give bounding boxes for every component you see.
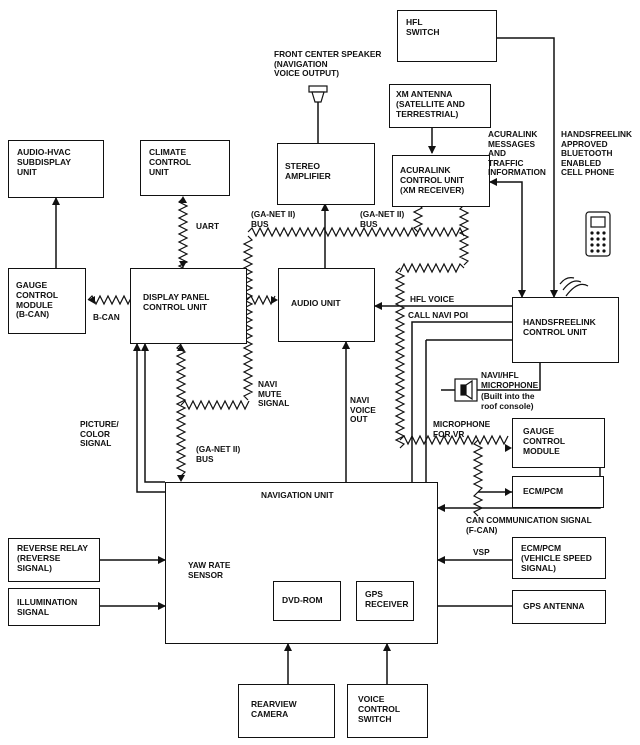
call-navi-poi-label: CALL NAVI POI: [408, 310, 469, 320]
gauge-control-module-box: GAUGE CONTROL MODULE: [512, 418, 605, 468]
call-navi-poi-line: [411, 321, 512, 482]
yaw-rate-sensor-label: YAW RATE SENSOR: [188, 560, 231, 580]
gps-receiver-box: GPS RECEIVER: [356, 581, 414, 621]
acuralink-messages-label: ACURALINK MESSAGES AND TRAFFIC INFORMATI…: [488, 129, 546, 178]
microphone-icon: [454, 378, 478, 402]
bus-wires: [87, 197, 509, 517]
dpcu-nav-bus: [175, 343, 187, 477]
navi-hfl-microphone-label: NAVI/HFL MICROPHONE: [481, 370, 539, 390]
voice-control-switch-box: VOICE CONTROL SWITCH: [347, 684, 428, 738]
display-panel-control-unit-box: DISPLAY PANEL CONTROL UNIT: [130, 268, 247, 344]
hfl-switch-box: HFL SWITCH: [397, 10, 497, 62]
vsp-label: VSP: [473, 547, 490, 557]
can-communication-signal-label: CAN COMMUNICATION SIGNAL (F-CAN): [466, 515, 592, 535]
climate-control-unit-box: CLIMATE CONTROL UNIT: [140, 140, 230, 196]
audio-hvac-subdisplay-box: AUDIO-HVAC SUBDISPLAY UNIT: [8, 140, 104, 198]
handsfreelink-control-unit-box: HANDSFREELINK CONTROL UNIT: [512, 297, 619, 363]
navigation-unit-box: NAVIGATION UNIT YAW RATE SENSOR DVD-ROM …: [165, 482, 438, 644]
front-center-speaker-label: FRONT CENTER SPEAKER (NAVIGATION VOICE O…: [274, 49, 382, 79]
acuralink-hfl-line: [489, 178, 526, 298]
ga-net-right-vertical-bus: [394, 267, 406, 449]
audio-unit-box: AUDIO UNIT: [278, 268, 375, 342]
navi-voice-out-label: NAVI VOICE OUT: [350, 395, 376, 425]
reverse-relay-box: REVERSE RELAY (REVERSE SIGNAL): [8, 538, 100, 582]
front-center-speaker-icon: [308, 85, 328, 103]
ga-net-mid-bus: [399, 262, 465, 274]
ecm-bus: [472, 439, 484, 493]
hfl-voice-label: HFL VOICE: [410, 294, 455, 304]
acuralink-down-bus: [458, 204, 470, 266]
ga-net-acuralink-bus: [412, 203, 424, 233]
ga-net-top-bus: [247, 226, 465, 238]
acuralink-control-unit-box: ACURALINK CONTROL UNIT (XM RECEIVER): [392, 155, 490, 207]
picture-color-signal-label: PICTURE/ COLOR SIGNAL: [80, 419, 119, 449]
navi-mute-bus: [180, 399, 250, 411]
gauge-control-module-bcan-box: GAUGE CONTROL MODULE (B-CAN): [8, 268, 86, 334]
gps-antenna-box: GPS ANTENNA: [512, 590, 606, 624]
picture-signal-line: [141, 343, 165, 483]
ga-net-bus-left-label: (GA-NET II) BUS: [251, 209, 296, 229]
navi-hfl-microphone-note: (Built into the roof console): [481, 391, 535, 411]
handsfreelink-phone-label: HANDSFREELINK APPROVED BLUETOOTH ENABLED…: [561, 129, 632, 178]
xm-antenna-box: XM ANTENNA (SATELLITE AND TERRESTRIAL): [389, 84, 491, 128]
rearview-camera-box: REARVIEW CAMERA: [238, 684, 335, 738]
gauge-bus: [399, 434, 509, 446]
ga-net-bus-right-label: (GA-NET II) BUS: [360, 209, 405, 229]
b-can-label: B-CAN: [93, 312, 120, 322]
bluetooth-waves-icon: [559, 277, 589, 297]
navigation-unit-title: NAVIGATION UNIT: [261, 490, 334, 500]
ga-net-left-bus: [242, 235, 254, 401]
dpcu-audio-bus: [246, 294, 276, 306]
cell-phone-icon: [585, 211, 611, 257]
uart-label: UART: [196, 221, 220, 231]
navi-mute-signal-label: NAVI MUTE SIGNAL: [258, 379, 290, 409]
microphone-for-vr-label: MICROPHONE FOR VR: [433, 419, 491, 439]
illumination-signal-box: ILLUMINATION SIGNAL: [8, 588, 100, 626]
stereo-amplifier-box: STEREO AMPLIFIER: [277, 143, 375, 205]
ecm-pcm-vss-box: ECM/PCM (VEHICLE SPEED SIGNAL): [512, 537, 606, 579]
dvd-rom-box: DVD-ROM: [273, 581, 341, 621]
ga-net-bus-lower-label: (GA-NET II) BUS: [196, 444, 241, 464]
ecm-pcm-box: ECM/PCM: [512, 476, 604, 508]
